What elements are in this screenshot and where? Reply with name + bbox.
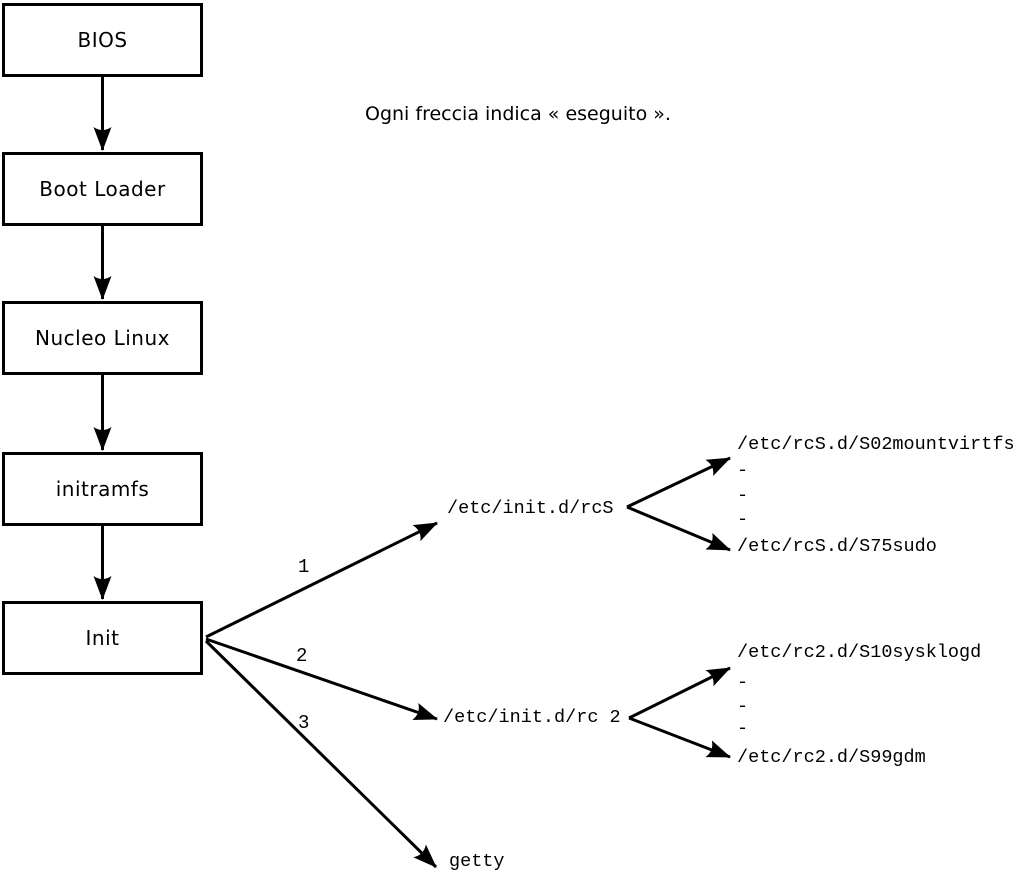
label-rc2-dash-1: - (737, 672, 749, 693)
arrow-init-to-rcs-icon (205, 521, 438, 639)
box-init: Init (2, 601, 203, 675)
box-boot-loader: Boot Loader (2, 152, 203, 226)
box-bios: BIOS (2, 3, 203, 77)
arrow-rcs-to-s02-icon (626, 456, 731, 509)
label-rc2-s99gdm: /etc/rc2.d/S99gdm (737, 747, 926, 768)
branch-label-1: 1 (298, 556, 310, 578)
arrow-init-to-getty-icon (204, 639, 438, 869)
label-getty: getty (449, 851, 505, 872)
label-rcs-dash-2: - (737, 485, 749, 506)
label-rcs-dash-1: - (737, 460, 749, 481)
arrow-rcs-to-s75-icon (626, 505, 731, 552)
box-nucleo-linux: Nucleo Linux (2, 301, 203, 375)
label-rc2-dash-2: - (737, 696, 749, 717)
label-rcs-s75sudo: /etc/rcS.d/S75sudo (737, 536, 937, 557)
arrow-rc2-to-s99-icon (628, 716, 731, 759)
diagram-caption: Ogni freccia indica « eseguito ». (365, 103, 671, 125)
label-rcs-s02mountvirtfs: /etc/rcS.d/S02mountvirtfs (737, 434, 1015, 455)
label-rc2-s10sysklogd: /etc/rc2.d/S10sysklogd (737, 642, 982, 663)
branch-label-2: 2 (296, 645, 308, 667)
arrow-init-to-rc2-icon (205, 637, 438, 721)
box-initramfs: initramfs (2, 452, 203, 526)
label-init-d-rcs: /etc/init.d/rcS (447, 498, 614, 519)
label-rcs-dash-3: - (737, 509, 749, 530)
label-init-d-rc2: /etc/init.d/rc 2 (443, 707, 621, 728)
arrow-rc2-to-s10-icon (628, 666, 731, 720)
label-rc2-dash-3: - (737, 718, 749, 739)
branch-label-3: 3 (298, 712, 310, 734)
